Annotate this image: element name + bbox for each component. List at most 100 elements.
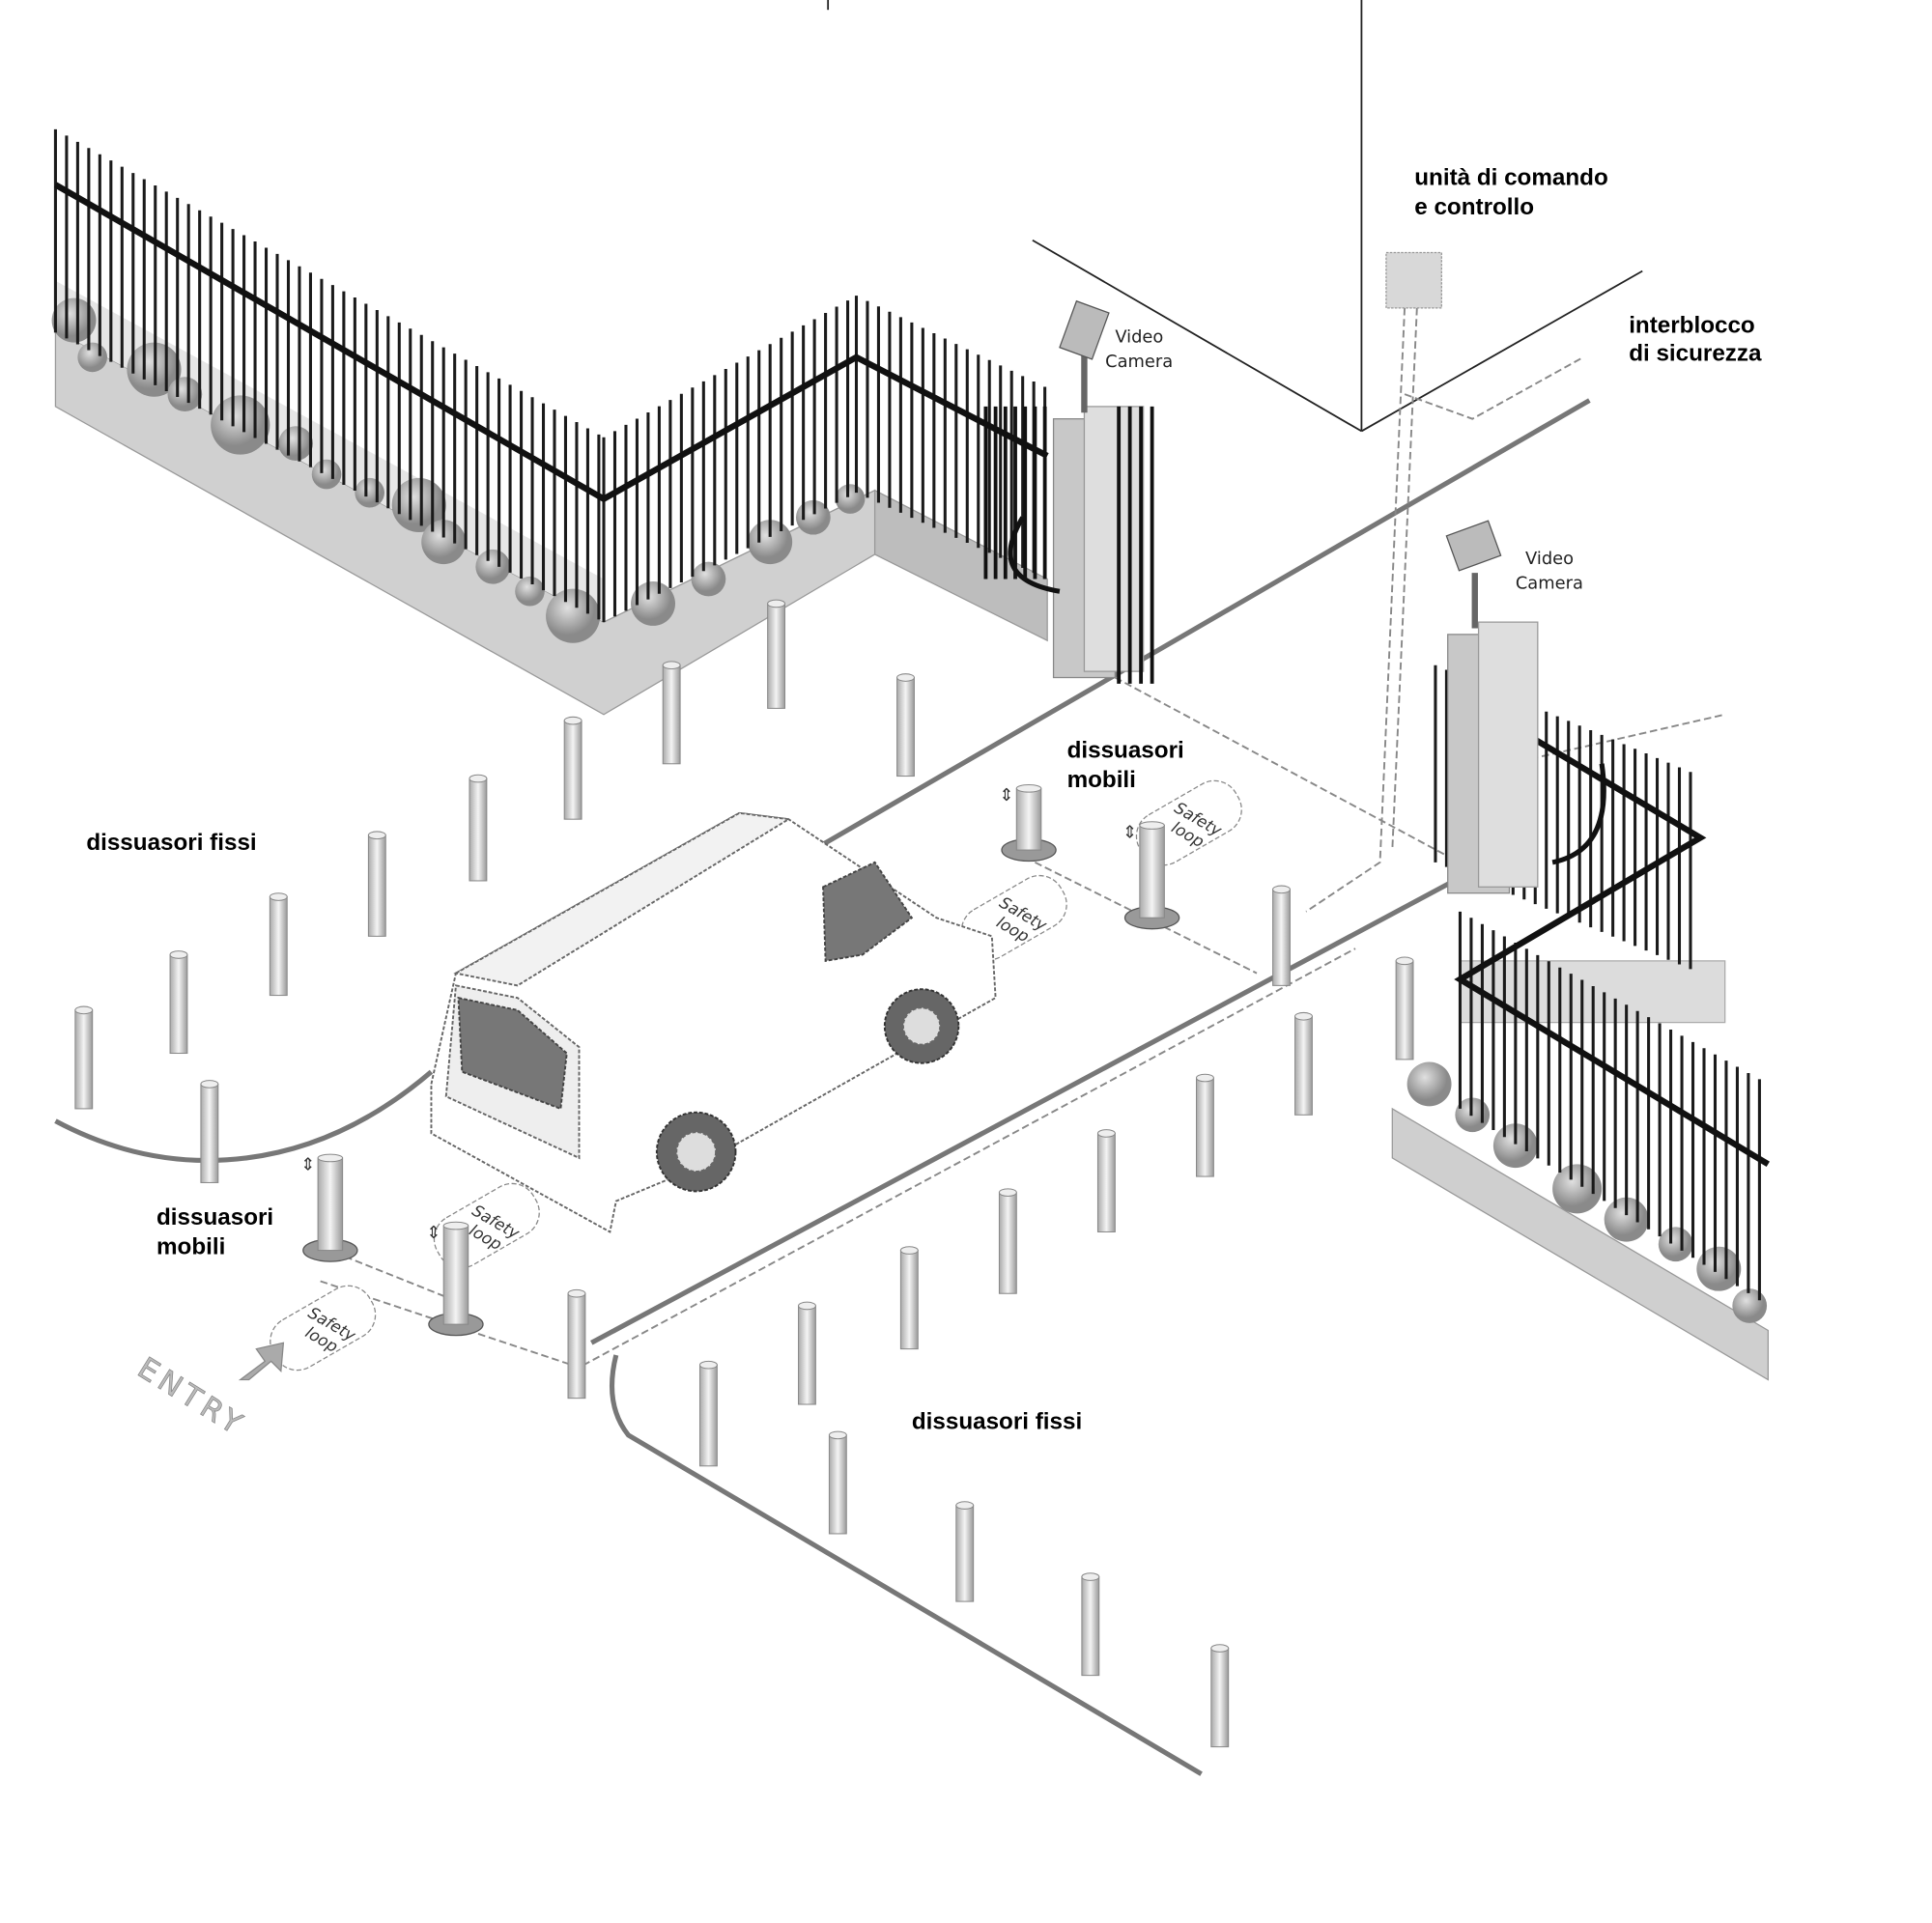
fixed-bollard (1272, 889, 1291, 986)
bush (835, 484, 866, 514)
bollard-top (563, 716, 582, 725)
bollard-top (767, 599, 786, 608)
bollard-top (662, 661, 681, 670)
bush (515, 576, 545, 607)
fixed-bollard (1294, 1015, 1313, 1116)
bollards: ⇕⇕⇕⇕ (74, 599, 1414, 1748)
bollard-top (317, 1153, 344, 1163)
bush (691, 561, 726, 597)
mobile-bollards-bottom-label-1: dissuasori (156, 1204, 273, 1230)
bush (1696, 1246, 1742, 1291)
bollard-top (1015, 783, 1042, 793)
control-unit-icon (1385, 251, 1442, 309)
bollard-top (896, 673, 915, 682)
fixed-bollard (955, 1505, 975, 1602)
bollard-top (469, 774, 488, 783)
fixed-bollard (367, 834, 386, 937)
bollard-top (698, 1360, 718, 1370)
safety-interlock-label-1: interblocco (1629, 312, 1755, 338)
up-down-arrow-icon: ⇕ (426, 1223, 440, 1242)
bollard-top (798, 1301, 816, 1311)
bollard-top (955, 1501, 975, 1510)
fixed-bollard (896, 676, 915, 778)
control-unit-label: unità di comando e controllo (1414, 164, 1614, 220)
fixed-bollard (200, 1083, 219, 1183)
entry-label: ENTRY (131, 1351, 251, 1444)
entry-arrow-icon (238, 1342, 285, 1381)
bush (77, 342, 108, 373)
bush (51, 297, 97, 343)
right-gate-pillar (1447, 621, 1606, 894)
bush (475, 549, 511, 584)
up-down-arrow-icon: ⇕ (1122, 822, 1137, 841)
fixed-bollard (899, 1250, 919, 1350)
bollard-top (169, 950, 188, 959)
mobile-bollards-top-label-1: dissuasori (1067, 737, 1184, 763)
building-outline (827, 0, 1643, 433)
bollard-top (1081, 1572, 1100, 1581)
bollard-top (998, 1188, 1017, 1197)
bush (167, 377, 203, 412)
mobile-bollard (442, 1225, 469, 1325)
fixed-bollard (998, 1192, 1017, 1294)
bollard-top (1395, 956, 1414, 966)
fixed-bollard (1395, 960, 1414, 1060)
video-camera-right-label-2: Camera (1516, 574, 1583, 594)
bush (1658, 1227, 1693, 1262)
bollard-top (1139, 821, 1165, 830)
bush (278, 426, 314, 462)
bollard-top (567, 1288, 586, 1298)
fixed-bollard (567, 1292, 586, 1400)
left-wall (54, 280, 1048, 716)
mobile-bollard (317, 1157, 344, 1252)
bollard-top (1196, 1073, 1214, 1083)
fixed-bollard (1210, 1648, 1230, 1748)
bollard-top (367, 831, 386, 840)
bush (1732, 1288, 1768, 1323)
fixed-bollard (767, 603, 786, 709)
bollard-top (1294, 1011, 1313, 1021)
fixed-bollard (74, 1009, 94, 1110)
mobile-bollard (1015, 787, 1042, 851)
fixed-bollard (1096, 1132, 1116, 1232)
fixed-bollard (1196, 1077, 1214, 1177)
mobile-bollards-top-label-2: mobili (1067, 767, 1136, 793)
bush (355, 477, 384, 508)
bush (1406, 1061, 1452, 1107)
video-camera-right-label-1: Video (1525, 549, 1574, 569)
bush (631, 581, 675, 626)
bollard-top (1096, 1129, 1116, 1138)
bollard-top (828, 1430, 847, 1440)
fixed-bollards-left-label: dissuasori fissi (86, 830, 256, 856)
video-camera-right-icon (1445, 520, 1502, 629)
video-camera-left-label-1: Video (1115, 327, 1163, 348)
safety-interlock-label-2: di sicurezza (1629, 341, 1762, 367)
mobile-bollards-top-label: dissuasori mobili (1067, 737, 1191, 793)
fixed-bollard (1081, 1576, 1100, 1677)
video-camera-left-icon (1059, 299, 1110, 413)
left-fence-rail (53, 182, 1049, 503)
bush (311, 459, 342, 490)
fixed-bollard (563, 720, 582, 820)
bollard-top (74, 1005, 94, 1015)
bollard-top (442, 1221, 469, 1230)
control-unit-label-2: e controllo (1414, 194, 1534, 220)
bush (211, 395, 270, 455)
bollard-top (269, 892, 288, 901)
bollard-top (200, 1080, 219, 1089)
safety-interlock-label: interblocco di sicurezza (1629, 312, 1762, 366)
fixed-bollard (798, 1305, 816, 1405)
fixed-bollard (169, 953, 188, 1055)
road-edges (54, 398, 1591, 1776)
bollard-top (899, 1246, 919, 1255)
safety-loop-4: Safety loop (270, 1285, 377, 1372)
fixed-bollard (469, 778, 488, 882)
van (430, 811, 997, 1233)
bush (1552, 1164, 1603, 1214)
bollard-top (1210, 1644, 1230, 1653)
fixed-bollard (662, 665, 681, 765)
mobile-bollards-bottom-label-2: mobili (156, 1233, 225, 1259)
video-camera-left-label-2: Camera (1105, 352, 1173, 372)
